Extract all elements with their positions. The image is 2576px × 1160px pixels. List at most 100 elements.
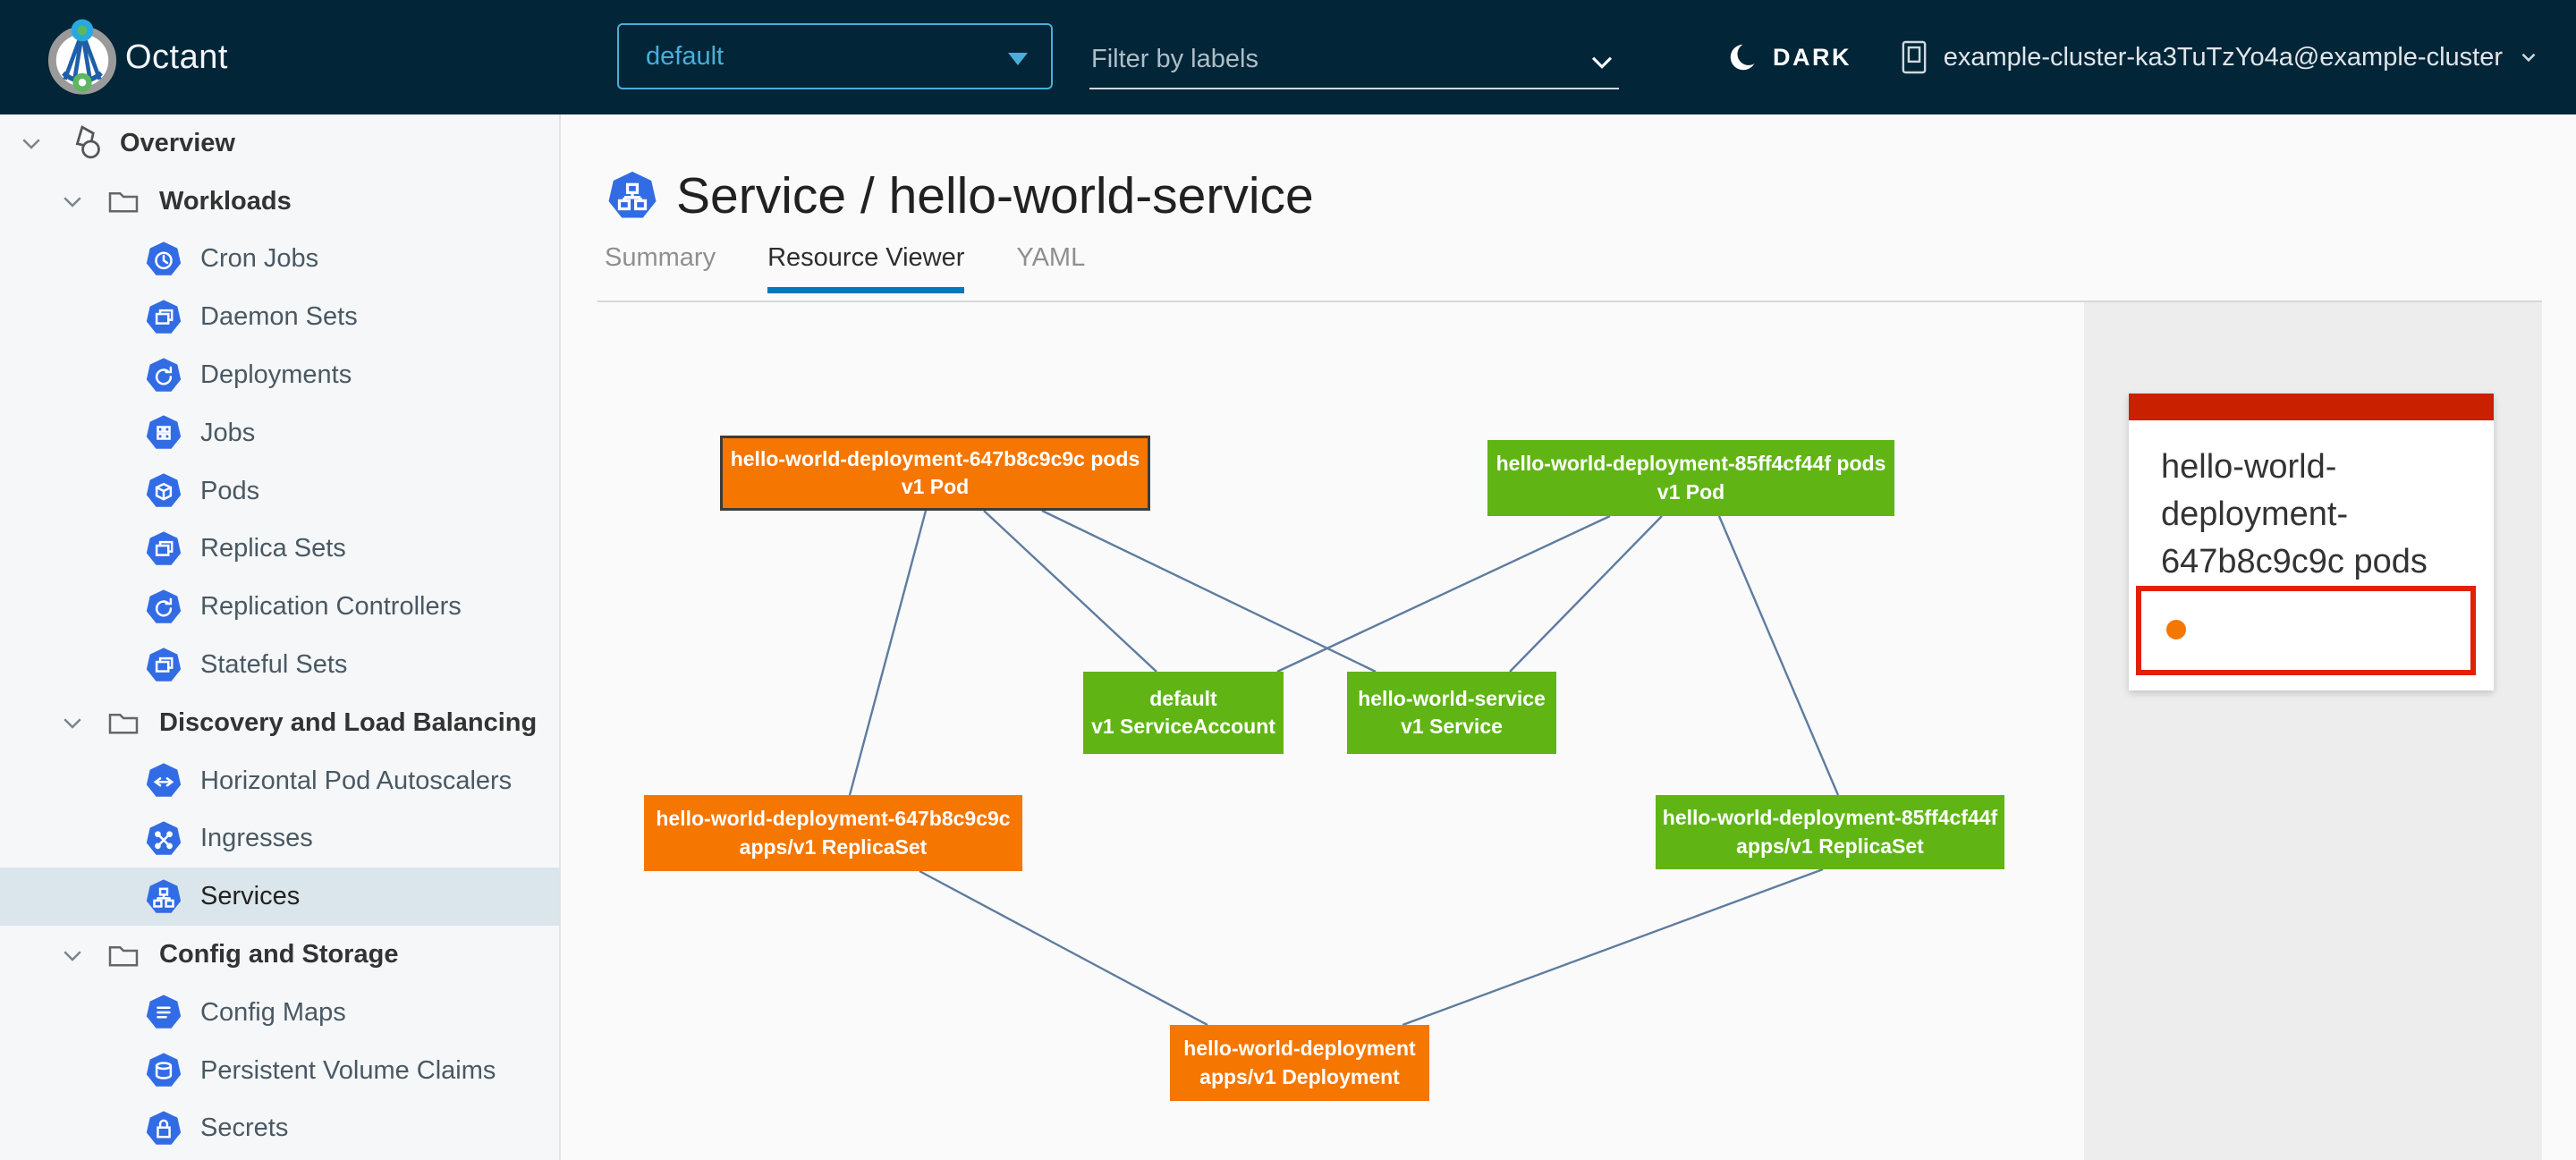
page-title-row: Service / hello-world-service	[606, 166, 1314, 225]
selected-node-card: hello-world-deployment-647b8c9c9c pods	[2129, 394, 2494, 690]
graph-node-label: apps/v1 Deployment	[1199, 1064, 1400, 1088]
sidebar-item-label: Pods	[200, 476, 260, 505]
graph-edge-6	[919, 869, 1208, 1027]
sidebar-item-discovery-and-load-balancing[interactable]: Discovery and Load Balancing	[0, 694, 559, 752]
replica-sets-icon	[146, 531, 182, 565]
chevron-down-icon	[2521, 53, 2536, 63]
tab-yaml[interactable]: YAML	[1016, 243, 1086, 272]
sidebar-item-deployments[interactable]: Deployments	[0, 346, 559, 404]
sidebar-item-cron-jobs[interactable]: Cron Jobs	[0, 231, 559, 289]
services-icon	[146, 879, 182, 913]
sidebar-item-label: Daemon Sets	[200, 302, 358, 332]
tab-summary[interactable]: Summary	[605, 243, 716, 272]
stateful-sets-icon	[146, 647, 182, 682]
graph-edge-2	[1041, 509, 1377, 673]
graph-edge-4	[1509, 515, 1663, 673]
label-filter	[1089, 32, 1619, 89]
sidebar-item-config-maps[interactable]: Config Maps	[0, 984, 559, 1042]
service-icon	[608, 171, 657, 218]
graph-node-label: apps/v1 ReplicaSet	[1736, 834, 1924, 858]
sidebar-item-workloads[interactable]: Workloads	[0, 173, 559, 231]
graph-node-label: hello-world-deployment-85ff4cf44f pods	[1496, 452, 1886, 476]
sidebar-item-label: Discovery and Load Balancing	[159, 707, 538, 737]
card-status-box[interactable]	[2136, 586, 2476, 675]
sidebar-item-label: Persistent Volume Claims	[200, 1055, 496, 1085]
namespace-dropdown[interactable]: default	[617, 23, 1053, 89]
sidebar-item-label: Secrets	[200, 1113, 289, 1143]
moon-icon	[1730, 42, 1760, 71]
sidebar-item-horizontal-pod-autoscalers[interactable]: Horizontal Pod Autoscalers	[0, 752, 559, 810]
pods-icon	[146, 473, 182, 507]
sidebar-item-overview[interactable]: Overview	[0, 114, 559, 173]
sidebar-item-label: Replica Sets	[200, 534, 346, 563]
sidebar-item-ingresses[interactable]: Ingresses	[0, 810, 559, 868]
sidebar-item-pods[interactable]: Pods	[0, 462, 559, 521]
cluster-selector[interactable]: example-cluster-ka3TuTzYo4a@example-clus…	[1899, 0, 2540, 114]
replication-controllers-icon	[146, 589, 182, 623]
ingresses-icon	[146, 821, 182, 855]
graph-node-label: hello-world-deployment-647b8c9c9c	[656, 807, 1011, 831]
graph-edge-3	[1276, 514, 1611, 673]
deployments-icon	[146, 357, 182, 392]
horizontal-pod-autoscalers-icon	[146, 763, 182, 797]
cluster-name: example-cluster-ka3TuTzYo4a@example-clus…	[1943, 42, 2503, 72]
detail-panel: hello-world-deployment-647b8c9c9c pods	[2084, 302, 2542, 1160]
sidebar-item-stateful-sets[interactable]: Stateful Sets	[0, 636, 559, 694]
sidebar-item-label: Config and Storage	[159, 940, 399, 969]
graph-node-serviceaccount-default[interactable]: default v1 ServiceAccount	[1083, 672, 1284, 754]
graph-node-replicaset-85[interactable]: hello-world-deployment-85ff4cf44f apps/v1…	[1656, 795, 2004, 869]
graph-node-pod-647[interactable]: hello-world-deployment-647b8c9c9c pods v1…	[720, 436, 1150, 511]
sidebar-item-label: Services	[200, 882, 301, 911]
graph-edge-1	[983, 510, 1157, 673]
sidebar-item-label: Cron Jobs	[200, 244, 319, 274]
graph-node-label: hello-world-deployment-647b8c9c9c pods	[730, 446, 1140, 470]
sidebar-item-label: Deployments	[200, 360, 352, 390]
card-status-bar	[2129, 394, 2494, 420]
sidebar-item-jobs[interactable]: Jobs	[0, 404, 559, 462]
graph-node-label: v1 ServiceAccount	[1091, 715, 1275, 738]
app-header: Octant default DARK example-cluster-ka3T…	[0, 0, 2576, 114]
sidebar-item-replication-controllers[interactable]: Replication Controllers	[0, 578, 559, 636]
graph-node-label: apps/v1 ReplicaSet	[739, 834, 928, 859]
graph-node-label: hello-world-deployment-85ff4cf44f	[1662, 806, 1998, 830]
sidebar-item-config-and-storage[interactable]: Config and Storage	[0, 926, 559, 984]
graph-edge-5	[1717, 515, 1840, 796]
cron-jobs-icon	[146, 241, 182, 275]
graph-node-label: v1 Pod	[901, 475, 970, 498]
graph-node-label: hello-world-deployment	[1183, 1037, 1416, 1061]
daemon-sets-icon	[146, 300, 182, 334]
page-title: Service / hello-world-service	[676, 167, 1314, 224]
sidebar-item-label: Overview	[120, 128, 235, 157]
tabs: Summary Resource Viewer YAML	[605, 243, 1085, 293]
theme-toggle-label: DARK	[1773, 43, 1852, 71]
sidebar-item-label: Replication Controllers	[200, 592, 462, 622]
sidebar-item-label: Horizontal Pod Autoscalers	[200, 766, 513, 795]
sidebar-item-replica-sets[interactable]: Replica Sets	[0, 521, 559, 579]
sidebar-item-secrets[interactable]: Secrets	[0, 1100, 559, 1158]
tab-resource-viewer[interactable]: Resource Viewer	[767, 243, 965, 293]
sidebar-item-daemon-sets[interactable]: Daemon Sets	[0, 288, 559, 346]
status-dot	[2166, 620, 2186, 639]
graph-node-deployment[interactable]: hello-world-deployment apps/v1 Deployment	[1170, 1025, 1429, 1101]
sidebar-item-label: Config Maps	[200, 997, 346, 1027]
app-title: Octant	[125, 38, 228, 76]
chevron-down-icon[interactable]	[1587, 47, 1617, 81]
persistent-volume-claims-icon	[146, 1053, 182, 1087]
label-filter-input[interactable]	[1089, 32, 1576, 86]
sidebar-item-label: Stateful Sets	[200, 650, 348, 680]
config-maps-icon	[146, 995, 182, 1029]
graph-edge-0	[848, 510, 928, 796]
graph-node-label: default	[1149, 686, 1217, 710]
sidebar-item-label: Jobs	[200, 418, 256, 447]
secrets-icon	[146, 1111, 182, 1145]
caret-down-icon	[1008, 53, 1028, 65]
theme-toggle[interactable]: DARK	[1726, 0, 1852, 114]
graph-node-label: hello-world-service	[1358, 686, 1546, 710]
sidebar-item-services[interactable]: Services	[0, 868, 559, 927]
sidebar-item-persistent-volume-claims[interactable]: Persistent Volume Claims	[0, 1042, 559, 1100]
octant-logo	[36, 11, 129, 104]
graph-node-replicaset-647[interactable]: hello-world-deployment-647b8c9c9c apps/v1…	[644, 795, 1022, 871]
